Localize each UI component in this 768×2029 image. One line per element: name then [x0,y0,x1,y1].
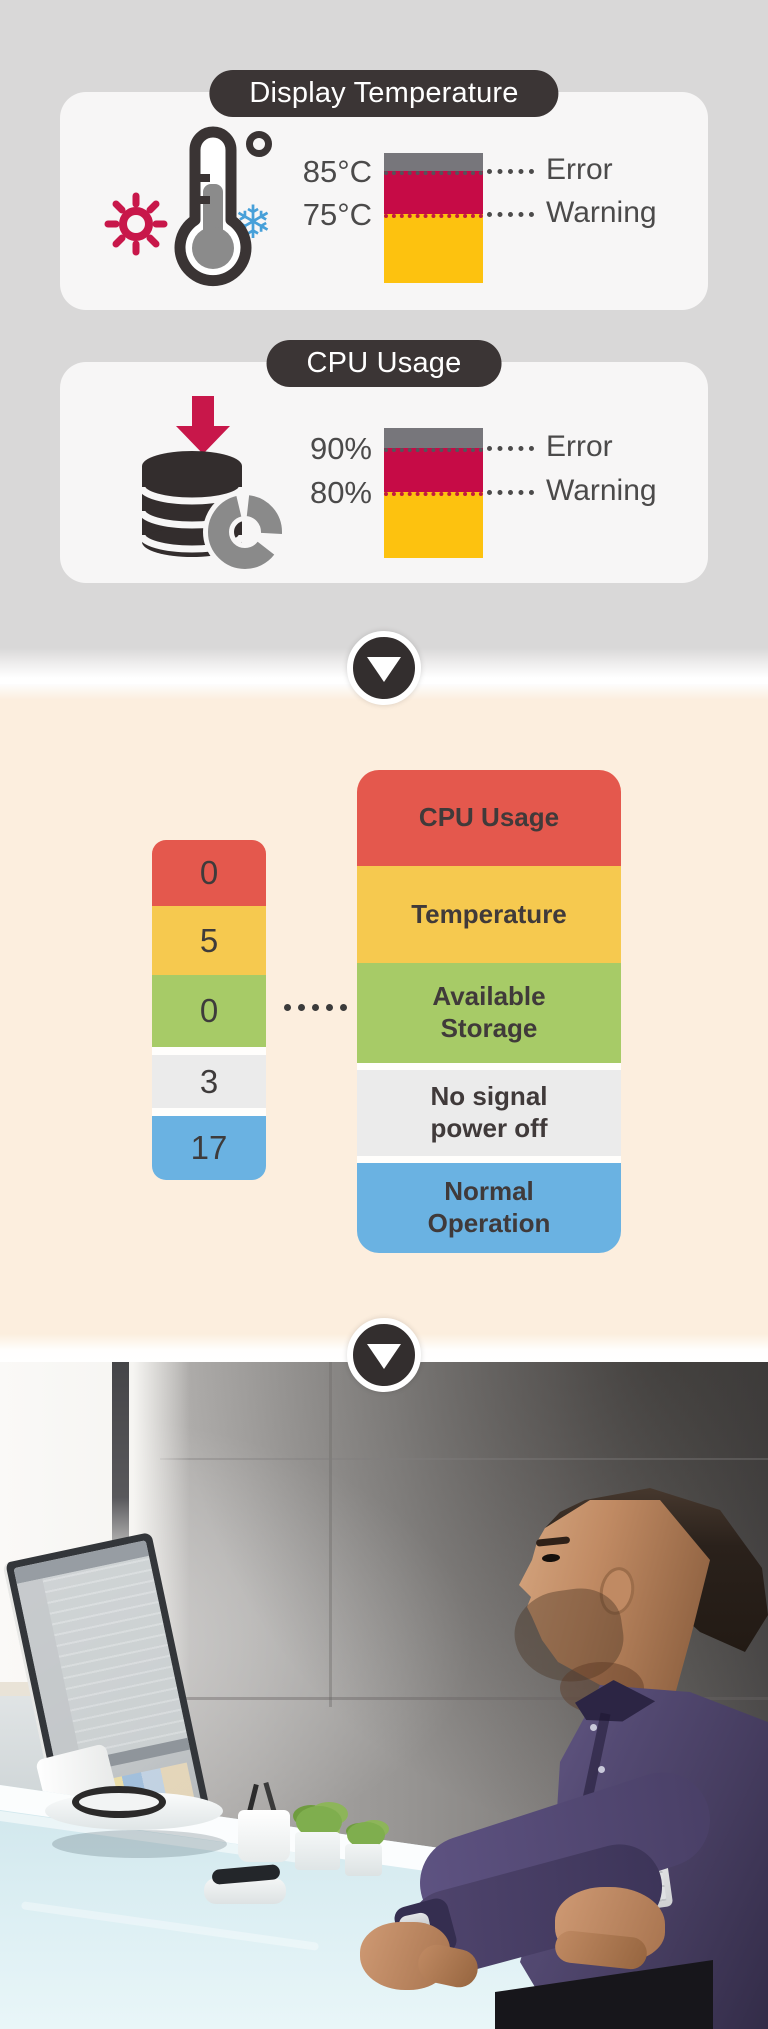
down-arrow-red-icon [176,396,230,454]
office-photo [0,1362,768,2029]
cpu-card-title: CPU Usage [306,347,462,379]
down-arrow-icon [367,1344,401,1369]
label-available-storage: Available Storage [357,963,621,1063]
stand-base-reflection [52,1830,227,1858]
count-no-signal: 3 [152,1055,266,1108]
cpu-warning-value: 80% [309,475,372,510]
spreadsheet-rows [16,1555,189,1769]
down-arrow-icon [367,657,401,682]
temperature-error-zone [384,153,483,171]
temperature-card-title-pill: Display Temperature [209,70,559,117]
cpu-normal-zone [384,492,483,558]
divider [152,1047,266,1055]
dotted-connector [284,1004,347,1011]
cpu-threshold-bar [384,428,483,558]
label-temperature: Temperature [357,866,621,963]
monitor-base-ring [72,1786,166,1818]
temperature-normal-zone [384,214,483,283]
count-temperature: 5 [152,906,266,975]
temperature-error-label: Error [546,153,613,186]
leader-line [487,446,534,451]
plant-pot [345,1844,382,1876]
cpu-error-value: 90% [309,431,372,466]
divider [152,1108,266,1116]
temperature-error-value: 85°C [302,154,372,189]
window-frame [112,1362,129,1580]
wall-joint [329,1362,332,1707]
cpu-card-title-pill: CPU Usage [266,340,502,387]
status-count-column: 0 5 0 3 17 [152,840,266,1180]
shirt-button [598,1766,605,1773]
count-available-storage: 0 [152,975,266,1047]
leader-line [487,490,534,495]
wall-joint [158,1697,768,1700]
temperature-warning-value: 75°C [302,197,372,232]
sun-icon [104,192,168,256]
divider [357,1156,621,1163]
label-no-signal: No signal power off [357,1070,621,1156]
count-cpu-usage: 0 [152,840,266,906]
down-arrow-badge [347,631,421,705]
succulent-plant [347,1822,385,1848]
cpu-database-icon [130,392,290,579]
temperature-warning-label: Warning [546,196,657,229]
temperature-warning-zone [384,171,483,214]
alert-thresholds-section: Display Temperature ❄ [0,0,768,684]
pen-holder [238,1810,290,1862]
temperature-card-title: Display Temperature [249,77,519,109]
cpu-warning-label: Warning [546,474,657,507]
wall-joint [160,1458,768,1460]
cpu-error-label: Error [546,430,613,463]
donut-chart-icon [208,495,282,569]
thermometer-icon: ❄ [98,126,276,299]
status-label-column: CPU Usage Temperature Available Storage … [357,770,621,1253]
temperature-threshold-bar [384,153,483,283]
plant-pot [295,1832,340,1870]
label-normal-operation: Normal Operation [357,1163,621,1253]
leader-line [487,169,534,174]
count-normal-operation: 17 [152,1116,266,1180]
cpu-warning-zone [384,448,483,492]
leader-line [487,212,534,217]
cpu-error-zone [384,428,483,448]
divider [357,1063,621,1070]
shirt-button [590,1724,597,1731]
down-arrow-badge [347,1318,421,1392]
label-cpu-usage: CPU Usage [357,770,621,866]
